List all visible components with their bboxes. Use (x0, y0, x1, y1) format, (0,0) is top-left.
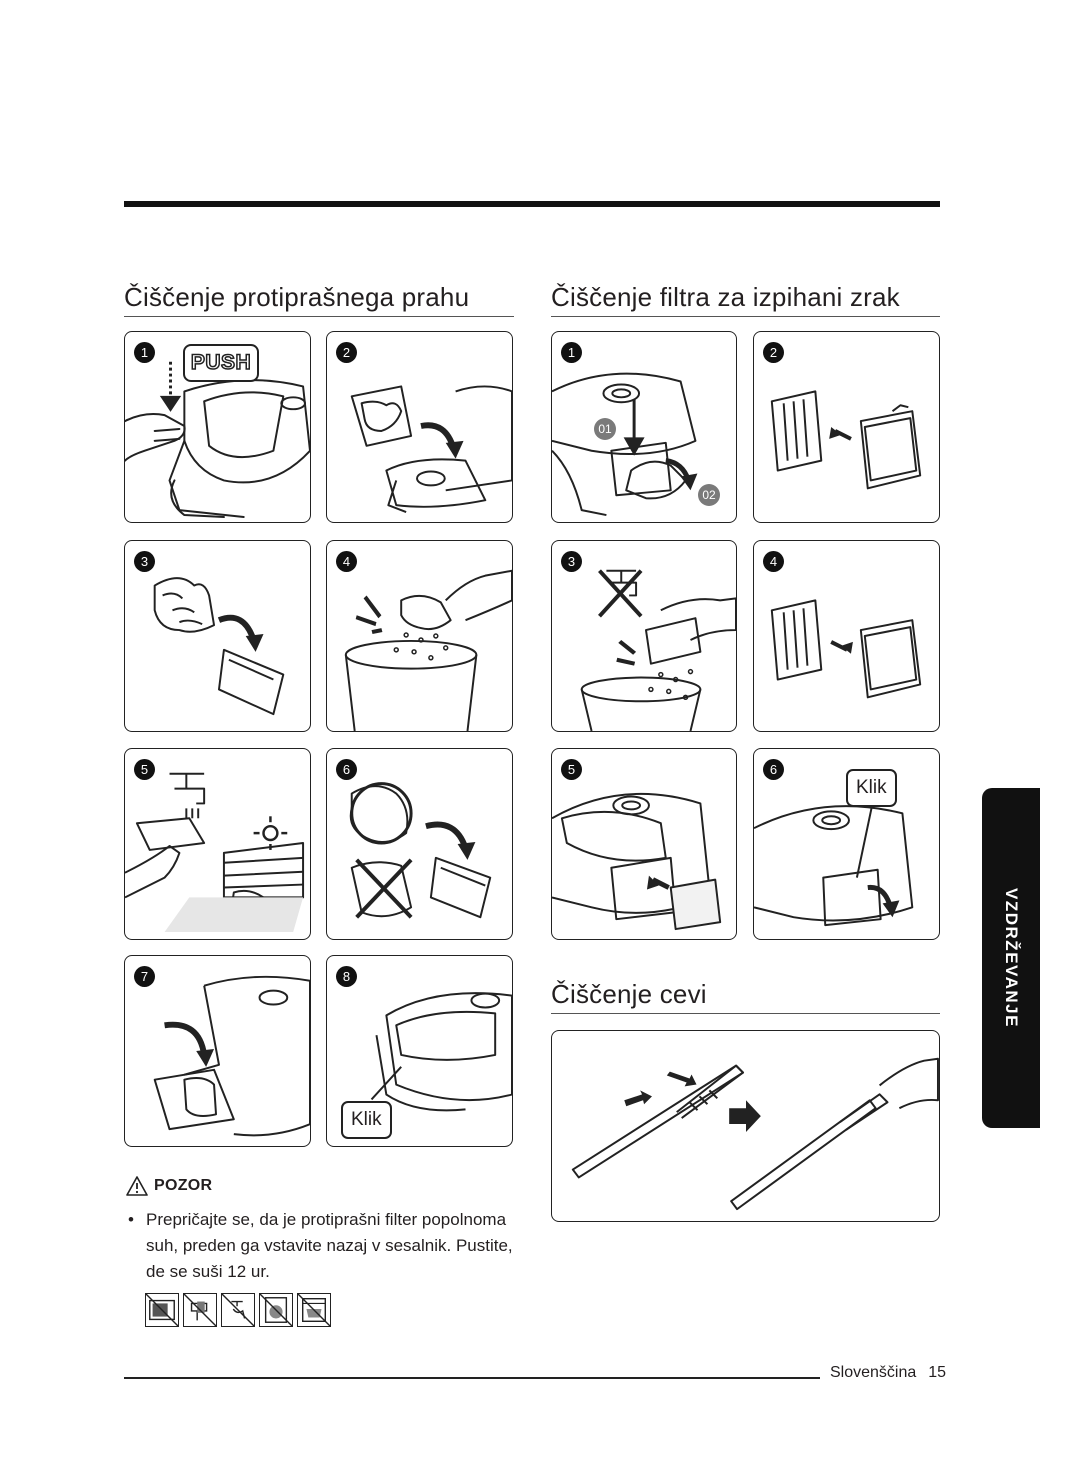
step-panel-dust-3: 3 (124, 540, 311, 732)
step-panel-exhaust-2: 2 (753, 331, 940, 523)
step-panel-exhaust-3: 3 (551, 540, 737, 732)
illustration-rinse-and-dry (125, 772, 305, 933)
caution-heading: POZOR (126, 1176, 212, 1196)
klik-label: Klik (846, 769, 897, 807)
section-rule (551, 1013, 940, 1014)
washing-hands-icon (221, 1293, 255, 1327)
step-panel-dust-5: 5 (124, 748, 311, 940)
step-number: 3 (134, 551, 155, 572)
step-panel-exhaust-1: 1 01 02 (551, 331, 737, 523)
section-title-exhaust-filter: Čiščenje filtra za izpihani zrak (551, 282, 900, 312)
illustration-open-exhaust-cover (552, 372, 698, 517)
push-label: PUSH (183, 344, 259, 382)
step-number: 2 (763, 342, 784, 363)
illustration-clean-hose (571, 1057, 939, 1211)
illustration-remove-exhaust-filter (770, 390, 922, 490)
microwave-icon (145, 1293, 179, 1327)
caution-item: Prepričajte se, da je protiprašni filter… (126, 1207, 516, 1285)
chapter-side-tab: VZDRŽEVANJE (982, 788, 1040, 1128)
caution-list: Prepričajte se, da je protiprašni filter… (126, 1207, 516, 1285)
page-number: 15 (928, 1364, 947, 1381)
sub-step-number: 01 (594, 418, 616, 440)
prohibited-drying-icons (145, 1293, 331, 1327)
dishwasher-icon (297, 1293, 331, 1327)
step-number: 7 (134, 966, 155, 987)
step-number: 8 (336, 966, 357, 987)
illustration-remove-filter (350, 385, 512, 514)
illustration-insert-sponge (349, 782, 492, 919)
step-number: 1 (134, 342, 155, 363)
illustration-close-lid (370, 992, 512, 1112)
caution-label: POZOR (154, 1177, 213, 1194)
step-number: 6 (763, 759, 784, 780)
top-rule (124, 201, 940, 207)
step-panel-dust-1: 1 PUSH (124, 331, 311, 523)
chapter-label: VZDRŽEVANJE (1002, 888, 1021, 1028)
step-number: 2 (336, 342, 357, 363)
washing-machine-icon (259, 1293, 293, 1327)
step-number: 5 (134, 759, 155, 780)
illustration-shake-over-bin (344, 569, 512, 731)
step-panel-dust-6: 6 (326, 748, 513, 940)
section-rule (124, 316, 514, 317)
illustration-insert-exhaust-filter (770, 599, 922, 699)
step-number: 1 (561, 342, 582, 363)
step-panel-exhaust-5: 5 (551, 748, 737, 940)
hair-dryer-icon (183, 1293, 217, 1327)
section-title-hose: Čiščenje cevi (551, 979, 707, 1009)
step-panel-dust-8: 8 Klik (326, 955, 513, 1147)
step-panel-dust-7: 7 (124, 955, 311, 1147)
klik-label: Klik (341, 1101, 392, 1139)
illustration-tap-exhaust-filter (580, 569, 736, 731)
step-number: 4 (336, 551, 357, 572)
warning-icon (126, 1176, 148, 1196)
section-title-dust-filter: Čiščenje protiprašnega prahu (124, 282, 470, 312)
step-panel-exhaust-4: 4 (753, 540, 940, 732)
hose-cleaning-panel (551, 1030, 940, 1222)
section-rule (551, 316, 940, 317)
step-panel-exhaust-6: 6 Klik (753, 748, 940, 940)
step-number: 4 (763, 551, 784, 572)
step-number: 6 (336, 759, 357, 780)
illustration-put-filter-in-cover (552, 792, 722, 931)
footer: Slovenščina 15 (830, 1363, 946, 1383)
step-number: 5 (561, 759, 582, 780)
footer-rule (124, 1377, 820, 1379)
footer-language: Slovenščina (830, 1364, 917, 1381)
illustration-close-exhaust-cover (754, 802, 914, 927)
illustration-take-out-sponge (153, 577, 285, 716)
illustration-put-back-filter (153, 975, 310, 1137)
illustration-press-push (125, 361, 310, 519)
step-panel-dust-2: 2 (326, 331, 513, 523)
step-panel-dust-4: 4 (326, 540, 513, 732)
sub-step-number: 02 (698, 484, 720, 506)
step-number: 3 (561, 551, 582, 572)
